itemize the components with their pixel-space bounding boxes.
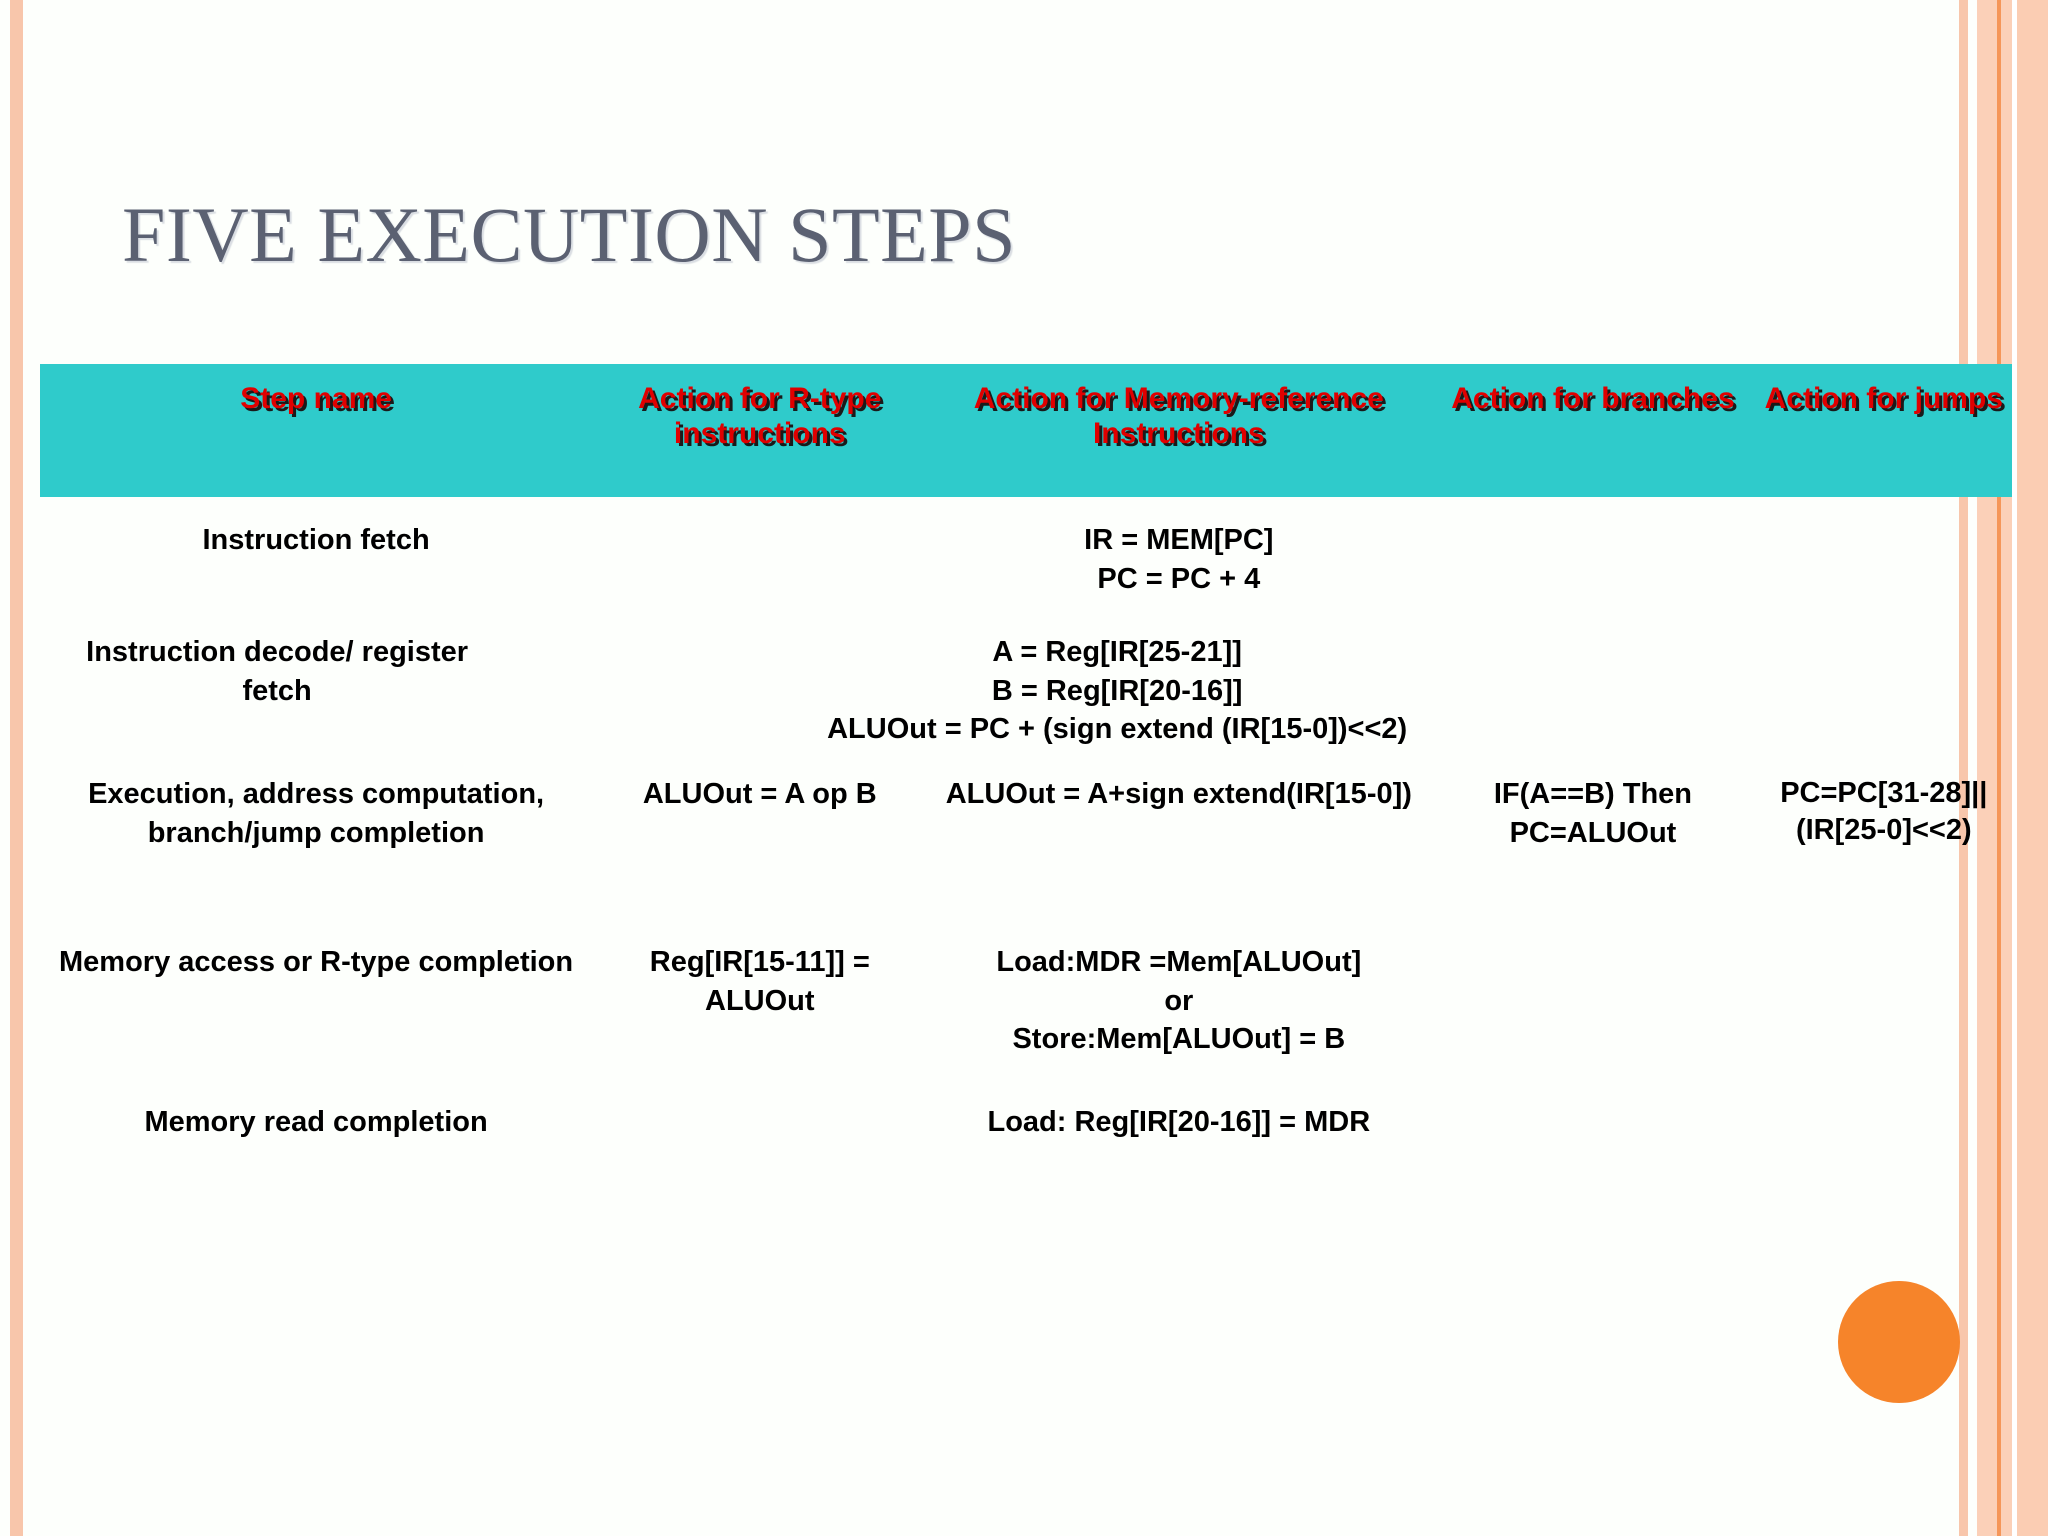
cell-r-type	[592, 1081, 927, 1191]
cell-branches: IF(A==B) Then PC=ALUOut	[1493, 778, 1693, 849]
column-header-branches: Action for branches	[1451, 382, 1735, 415]
cell-r-type: ALUOut = A op B	[642, 778, 877, 810]
cell-jumps	[1756, 1081, 2012, 1191]
cell-jumps	[1756, 921, 2012, 1081]
table-row: Instruction decode/ register fetch A = R…	[40, 609, 2012, 757]
right-edge-stripe-3	[1997, 0, 2001, 1536]
cell-branches	[1430, 1081, 1755, 1191]
table-header-row: Step name Action for R-type instructions…	[40, 364, 2012, 497]
five-execution-steps-table: Step name Action for R-type instructions…	[40, 364, 2012, 1191]
cell-jumps	[1756, 497, 2012, 609]
table-row: Memory read completion Load: Reg[IR[20-1…	[40, 1081, 2012, 1191]
cell-step-name: Instruction decode/ register fetch	[86, 636, 469, 707]
table-row: Execution, address computation, branch/j…	[40, 757, 2012, 921]
column-header-step-name: Step name	[240, 382, 392, 415]
column-header-memory-reference: Action for Memory-reference Instructions	[973, 382, 1384, 451]
cell-step-name: Instruction fetch	[202, 524, 430, 556]
cell-jumps: PC=PC[31-28]||(IR[25-0]<<2)	[1780, 777, 1988, 847]
column-header-jumps: Action for jumps	[1764, 382, 2003, 415]
table-row: Memory access or R-type completion Reg[I…	[40, 921, 2012, 1081]
page-title: FIVE EXECUTION STEPS	[122, 191, 1017, 278]
cell-memory-reference: Load:MDR =Mem[ALUOut] or Store:Mem[ALUOu…	[996, 946, 1362, 1056]
cell-memory-reference: ALUOut = A+sign extend(IR[15-0])	[945, 778, 1412, 810]
right-edge-stripe-5	[2012, 0, 2017, 1536]
cell-memory-reference: Load: Reg[IR[20-16]] = MDR	[987, 1106, 1371, 1138]
cell-branches	[1430, 497, 1755, 609]
cell-memory-reference: IR = MEM[PC] PC = PC + 4	[1084, 524, 1274, 595]
right-edge-stripe-6	[2017, 0, 2048, 1536]
cell-branches	[1430, 921, 1755, 1081]
cell-branches	[1510, 609, 1790, 757]
cell-memory-reference: A = Reg[IR[25-21]] B = Reg[IR[20-16]] AL…	[827, 636, 1408, 746]
table-row: Instruction fetch IR = MEM[PC] PC = PC +…	[40, 497, 2012, 609]
orange-circle-decoration	[1838, 1281, 1960, 1403]
right-edge-stripe-4	[2001, 0, 2012, 1536]
cell-r-type: Reg[IR[15-11]] = ALUOut	[649, 946, 870, 1017]
column-header-r-type: Action for R-type instructions	[638, 382, 882, 451]
cell-jumps	[1791, 609, 2012, 757]
left-edge-stripe	[10, 0, 23, 1536]
cell-step-name: Memory access or R-type completion	[59, 946, 574, 978]
cell-step-name: Memory read completion	[144, 1106, 488, 1138]
cell-step-name: Execution, address computation, branch/j…	[88, 778, 545, 849]
cell-r-type	[592, 497, 927, 609]
right-edge-stripe-1	[1959, 0, 1968, 1536]
